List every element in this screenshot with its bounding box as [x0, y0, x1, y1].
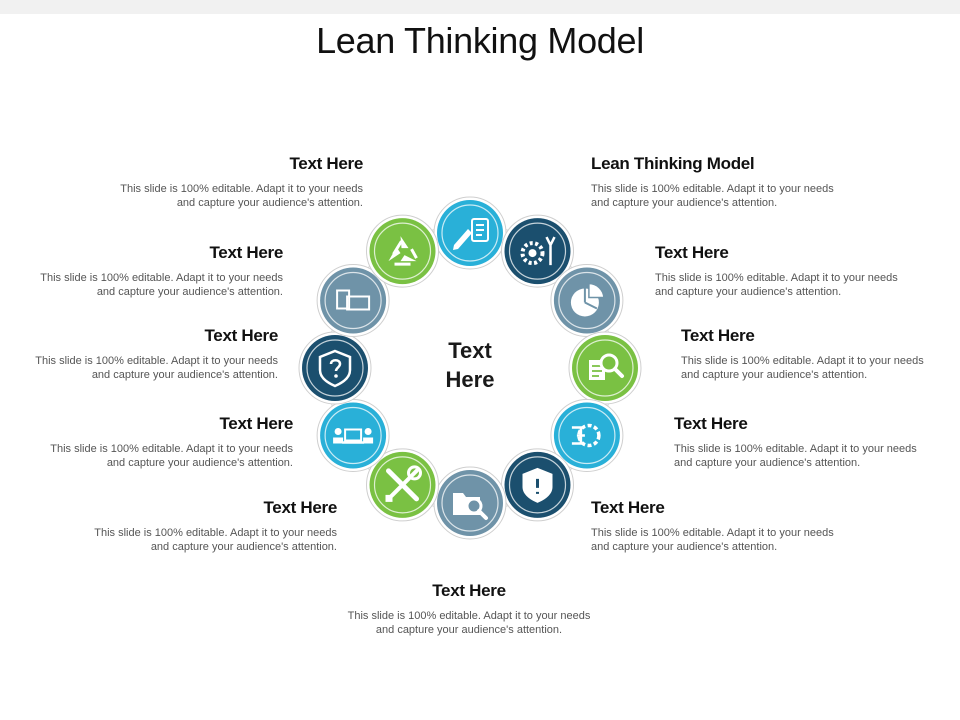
node-circle	[302, 335, 368, 401]
devices-icon	[336, 289, 371, 311]
node-inner-ring	[508, 222, 567, 280]
node-circle	[553, 402, 620, 469]
recycle-icon	[388, 236, 418, 266]
node-inner-ring	[324, 406, 382, 465]
block-heading: Text Here	[655, 243, 729, 262]
block-heading: Text Here	[681, 326, 755, 345]
text-block-right-3: Text Here This slide is 100% editable. A…	[681, 326, 931, 382]
block-heading: Text Here	[432, 581, 506, 600]
node-circle	[504, 218, 571, 285]
text-block-top-right: Lean Thinking Model This slide is 100% e…	[591, 154, 841, 210]
block-body: This slide is 100% editable. Adapt it to…	[50, 443, 293, 469]
node-inner-ring	[441, 204, 499, 262]
block-body: This slide is 100% editable. Adapt it to…	[35, 355, 278, 381]
block-heading: Text Here	[263, 498, 337, 517]
circuit-gear-icon	[571, 423, 601, 448]
block-body: This slide is 100% editable. Adapt it to…	[347, 610, 591, 636]
cycle-node	[433, 466, 507, 540]
block-heading: Text Here	[591, 498, 665, 517]
cycle-node	[550, 264, 624, 337]
cycle-node	[298, 331, 372, 405]
block-body: This slide is 100% editable. Adapt it to…	[681, 355, 924, 381]
shield-question-icon	[318, 349, 352, 388]
node-inner-ring	[373, 222, 432, 280]
gear-tools-icon	[520, 236, 556, 266]
page-title: Lean Thinking Model	[316, 20, 644, 61]
text-block-left-3: Text Here This slide is 100% editable. A…	[28, 326, 278, 382]
cycle-node	[550, 399, 624, 472]
block-heading: Text Here	[674, 414, 748, 433]
folder-search-icon	[453, 493, 488, 520]
node-circle	[320, 402, 387, 469]
cycle-node	[501, 448, 574, 522]
document-pen-icon	[453, 218, 489, 250]
block-body: This slide is 100% editable. Adapt it to…	[40, 272, 283, 298]
shield-person-icon	[522, 467, 553, 503]
cycle-node	[433, 196, 507, 270]
node-inner-ring	[306, 339, 364, 397]
block-heading: Lean Thinking Model	[591, 154, 755, 173]
block-heading: Text Here	[209, 243, 283, 262]
text-block-left-4: Text Here This slide is 100% editable. A…	[43, 414, 293, 470]
cycle-node	[568, 331, 642, 405]
block-heading: Text Here	[204, 326, 278, 345]
text-block-right-5: Text Here This slide is 100% editable. A…	[591, 498, 841, 554]
cycle-node	[366, 448, 439, 522]
cycle-node	[316, 264, 390, 337]
node-inner-ring	[558, 271, 616, 330]
cycle-node	[366, 214, 439, 288]
cycle-node	[316, 399, 390, 472]
node-circle	[369, 218, 436, 285]
block-body: This slide is 100% editable. Adapt it to…	[120, 183, 363, 209]
pie-chart-icon	[570, 282, 605, 317]
text-block-left-2: Text Here This slide is 100% editable. A…	[33, 243, 283, 299]
text-block-left-5: Text Here This slide is 100% editable. A…	[87, 498, 337, 554]
block-heading: Text Here	[219, 414, 293, 433]
document-search-icon	[589, 353, 624, 380]
block-body: This slide is 100% editable. Adapt it to…	[674, 443, 917, 469]
node-inner-ring	[558, 406, 616, 465]
cycle-node	[501, 214, 574, 288]
text-block-top-left: Text Here This slide is 100% editable. A…	[113, 154, 363, 210]
people-laptop-icon	[333, 428, 374, 444]
node-inner-ring	[373, 456, 432, 514]
node-inner-ring	[441, 474, 499, 532]
block-body: This slide is 100% editable. Adapt it to…	[591, 527, 834, 553]
node-inner-ring	[508, 456, 567, 514]
text-block-bottom: Text Here This slide is 100% editable. A…	[344, 581, 594, 637]
node-circle	[320, 267, 387, 334]
block-body: This slide is 100% editable. Adapt it to…	[591, 183, 834, 209]
block-heading: Text Here	[289, 154, 363, 173]
node-inner-ring	[324, 271, 382, 330]
text-block-right-4: Text Here This slide is 100% editable. A…	[674, 414, 924, 470]
block-body: This slide is 100% editable. Adapt it to…	[94, 527, 337, 553]
node-inner-ring	[576, 339, 634, 397]
block-body: This slide is 100% editable. Adapt it to…	[655, 272, 898, 298]
wrench-screwdriver-icon	[385, 465, 422, 502]
center-label: Text Here	[445, 338, 495, 392]
text-block-right-2: Text Here This slide is 100% editable. A…	[655, 243, 905, 299]
top-bar	[0, 0, 960, 14]
